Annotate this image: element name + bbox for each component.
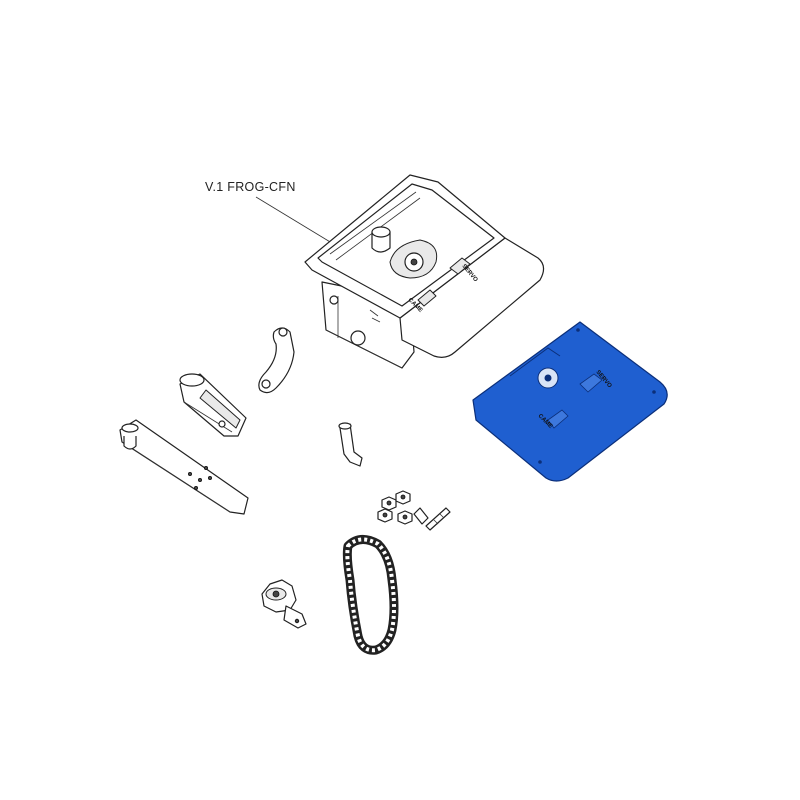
cover-plate-shape — [472, 321, 668, 482]
gearmotor-housing: SERVO CAME — [304, 174, 545, 369]
curved-arm — [258, 327, 295, 394]
cover-plate-highlighted: SERVO CAME — [472, 321, 668, 482]
drive-chain — [342, 535, 399, 655]
callout-label: V.1 FROG-CFN — [205, 180, 296, 194]
lever-block — [179, 373, 247, 437]
flat-release-arm — [119, 419, 249, 515]
l-shaped-pin — [338, 422, 363, 467]
screws-and-nuts — [377, 490, 451, 531]
sprocket-crank — [261, 579, 307, 629]
